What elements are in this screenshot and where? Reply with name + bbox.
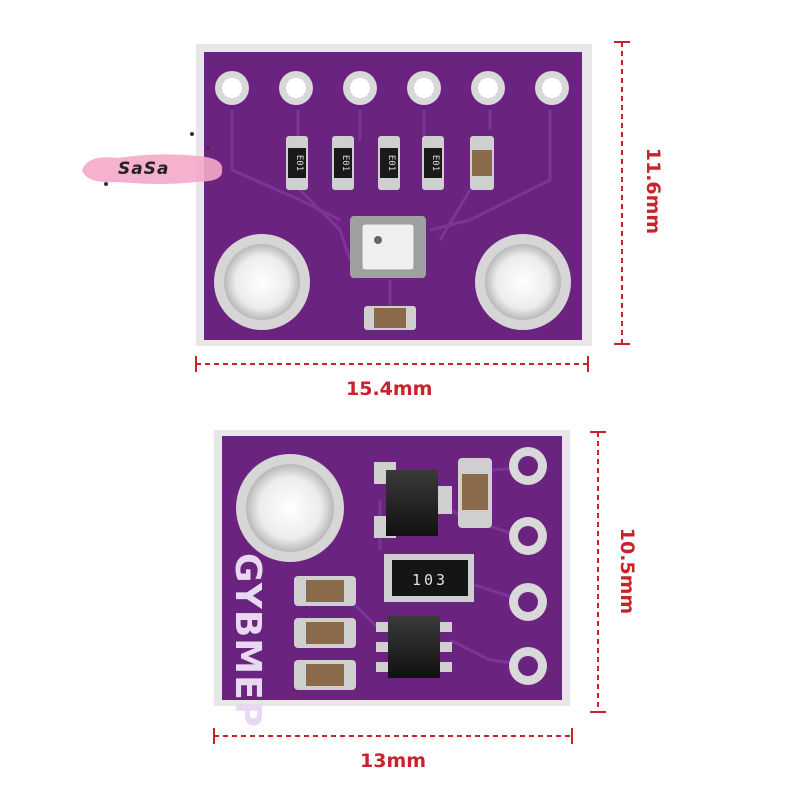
chip-label-2: E01 <box>340 155 350 171</box>
pressure-sensor <box>350 216 426 278</box>
bottom-board: GYBMEP 103 <box>214 430 570 728</box>
top-width-label: 15.4mm <box>346 378 433 400</box>
top-dimension-lines <box>196 42 623 365</box>
bottom-height-label: 10.5mm <box>616 527 639 615</box>
bottom-capacitor <box>458 458 492 528</box>
voltage-regulator <box>374 462 452 538</box>
bottom-dimension-lines <box>214 432 599 737</box>
bottom-header-pads <box>509 447 547 685</box>
bottom-passives <box>294 576 356 690</box>
resistor-array-label: 103 <box>412 571 448 589</box>
bottom-width-label: 13mm <box>360 750 427 772</box>
top-bottom-resistor <box>364 306 416 330</box>
watermark-text: SaSa <box>118 159 170 179</box>
top-header-pads <box>215 71 569 105</box>
top-board: E01 E01 E01 E01 <box>196 44 592 346</box>
bottom-mounting-hole <box>236 454 344 562</box>
top-mounting-holes <box>214 234 571 330</box>
chip-label-4: E01 <box>430 155 440 171</box>
top-resistors: E01 E01 E01 E01 <box>286 136 494 190</box>
chip-label-1: E01 <box>294 155 304 171</box>
sparkle-icons <box>104 132 210 186</box>
top-dimension-ticks <box>195 41 630 372</box>
resistor-array: 103 <box>384 554 474 602</box>
bottom-ic <box>376 616 452 678</box>
watermark: SaSa <box>78 150 228 188</box>
bottom-dimension-ticks <box>213 431 606 744</box>
top-height-label: 11.6mm <box>642 147 665 235</box>
top-traces <box>230 110 552 310</box>
chip-label-3: E01 <box>386 155 396 171</box>
silkscreen-label: GYBMEP <box>227 553 268 728</box>
